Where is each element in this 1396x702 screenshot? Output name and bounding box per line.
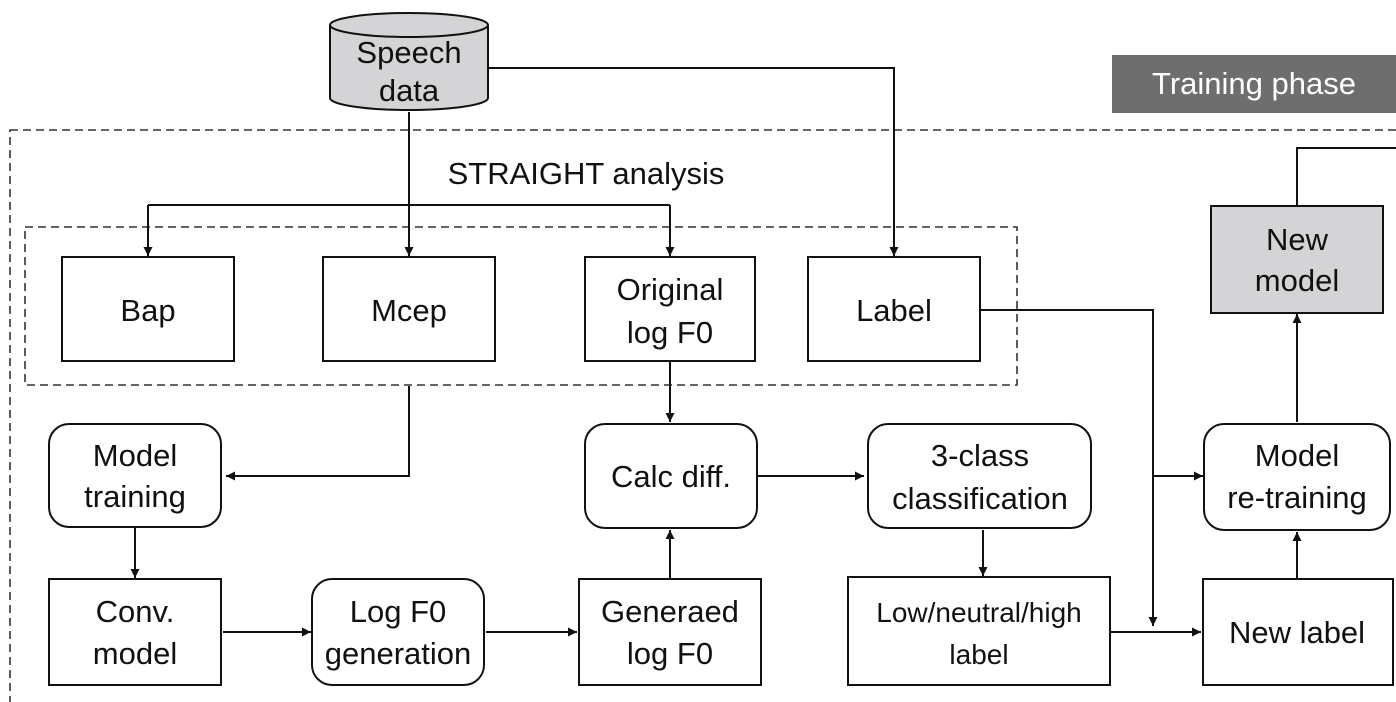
speech-data-node: Speech data (329, 12, 489, 111)
new-model-line2: model (1255, 263, 1339, 298)
conv-model-line1: Conv. (96, 594, 175, 629)
model-retraining-line2: re-training (1227, 480, 1367, 515)
logf0-generation-line2: generation (325, 636, 472, 671)
model-retraining-node: Model re-training (1203, 423, 1391, 531)
new-label-node: New label (1202, 578, 1394, 686)
generated-logf0-line1: Generaed (601, 594, 739, 629)
generated-logf0-line2: log F0 (627, 636, 713, 671)
original-logf0-line1: Original (617, 272, 724, 307)
edge-new-model-out (1296, 147, 1396, 206)
new-model-line1: New (1266, 222, 1329, 257)
model-retraining-line1: Model (1255, 438, 1339, 473)
new-label-label: New label (1229, 615, 1365, 650)
mcep-node: Mcep (322, 256, 496, 362)
connectors (130, 67, 1396, 637)
bap-label: Bap (120, 293, 175, 328)
straight-analysis-label: STRAIGHT analysis (448, 156, 725, 191)
model-training-node: Model training (48, 423, 222, 528)
training-phase-label: Training phase (1152, 66, 1356, 101)
calc-diff-label: Calc diff. (611, 459, 731, 494)
straight-analysis-region (24, 226, 1018, 386)
generated-logf0-node: Generaed log F0 (578, 578, 762, 686)
original-logf0-line2: log F0 (627, 315, 713, 350)
low-neutral-high-node: Low/neutral/high label (847, 576, 1111, 686)
low-neutral-high-line1: Low/neutral/high (876, 597, 1081, 628)
speech-data-line1: Speech (356, 35, 461, 70)
training-phase-region (9, 129, 1396, 702)
new-model-node: New model (1210, 205, 1384, 314)
original-logf0-node: Original log F0 (584, 256, 756, 362)
logf0-generation-line1: Log F0 (350, 594, 447, 629)
conv-model-node: Conv. model (48, 578, 222, 686)
classification-line1: 3-class (931, 438, 1029, 473)
edge-label-route (981, 309, 1154, 476)
model-training-line2: training (84, 479, 186, 514)
speech-data-line2: data (379, 73, 440, 108)
edge-speech-to-label (488, 67, 899, 256)
classification-node: 3-class classification (867, 423, 1092, 529)
label-label: Label (856, 293, 932, 328)
label-node: Label (807, 256, 981, 362)
classification-line2: classification (892, 481, 1068, 516)
model-training-line1: Model (93, 438, 177, 473)
conv-model-line2: model (93, 636, 177, 671)
edge-analysis-to-model-training (226, 386, 410, 481)
low-neutral-high-line2: label (949, 639, 1008, 670)
calc-diff-node: Calc diff. (584, 423, 758, 529)
mcep-label: Mcep (371, 293, 447, 328)
training-phase-badge (1112, 55, 1396, 113)
logf0-generation-node: Log F0 generation (311, 578, 485, 686)
bap-node: Bap (61, 256, 235, 362)
